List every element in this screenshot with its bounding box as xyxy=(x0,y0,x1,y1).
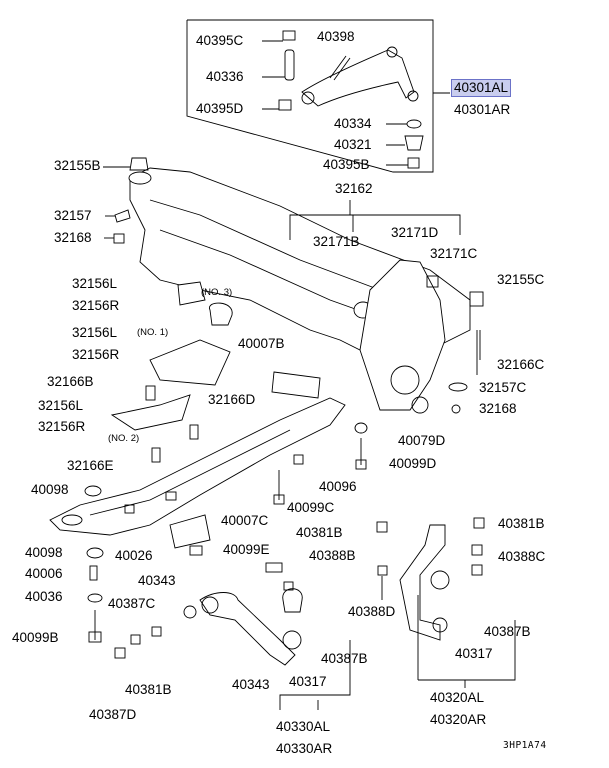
label-40321[interactable]: 40321 xyxy=(334,137,372,152)
label-40099B[interactable]: 40099B xyxy=(12,630,59,645)
label-40099E[interactable]: 40099E xyxy=(223,542,270,557)
note-no1: (NO. 1) xyxy=(137,327,169,338)
knuckle xyxy=(359,259,446,411)
label-40320AR[interactable]: 40320AR xyxy=(430,712,487,727)
label-40317-right[interactable]: 40317 xyxy=(455,646,493,661)
label-32157C[interactable]: 32157C xyxy=(479,380,527,395)
label-40036[interactable]: 40036 xyxy=(25,589,63,604)
diagram-code: 3HP1A74 xyxy=(503,740,547,751)
label-40099C[interactable]: 40099C xyxy=(287,500,335,515)
label-32155B[interactable]: 32155B xyxy=(54,158,101,173)
label-40026[interactable]: 40026 xyxy=(115,548,153,563)
label-40387D[interactable]: 40387D xyxy=(89,707,137,722)
label-32156R-no1[interactable]: 32156R xyxy=(72,347,120,362)
label-40395C[interactable]: 40395C xyxy=(196,33,244,48)
label-40079D[interactable]: 40079D xyxy=(398,433,446,448)
note-no2: (NO. 2) xyxy=(108,433,140,444)
label-32168[interactable]: 32168 xyxy=(54,230,92,245)
inset-frame xyxy=(186,19,434,173)
label-40381B-center[interactable]: 40381B xyxy=(296,525,343,540)
label-40301AR[interactable]: 40301AR xyxy=(454,102,511,117)
label-32166E[interactable]: 32166E xyxy=(67,458,114,473)
label-40343-lower[interactable]: 40343 xyxy=(232,677,270,692)
label-32171B[interactable]: 32171B xyxy=(313,234,360,249)
label-32155C[interactable]: 32155C xyxy=(497,272,545,287)
label-32171C[interactable]: 32171C xyxy=(430,246,478,261)
label-40007C[interactable]: 40007C xyxy=(221,513,269,528)
label-40388C[interactable]: 40388C xyxy=(498,549,546,564)
label-40334[interactable]: 40334 xyxy=(334,116,372,131)
label-32166B[interactable]: 32166B xyxy=(47,374,94,389)
label-40387B-right[interactable]: 40387B xyxy=(484,624,531,639)
label-40320AL[interactable]: 40320AL xyxy=(430,690,485,705)
label-40330AR[interactable]: 40330AR xyxy=(276,741,333,756)
label-40099D[interactable]: 40099D xyxy=(389,456,437,471)
rear-crossmember xyxy=(49,397,346,536)
note-no3: (NO. 3) xyxy=(201,287,233,298)
label-32156L-no1[interactable]: 32156L xyxy=(72,325,118,340)
label-40395D[interactable]: 40395D xyxy=(196,101,244,116)
label-32166C[interactable]: 32166C xyxy=(497,357,545,372)
label-40388D[interactable]: 40388D xyxy=(348,604,396,619)
label-40381B-left[interactable]: 40381B xyxy=(125,682,172,697)
label-40336[interactable]: 40336 xyxy=(206,69,244,84)
label-40098-upper[interactable]: 40098 xyxy=(31,482,69,497)
label-40317-center[interactable]: 40317 xyxy=(289,674,327,689)
label-32166D[interactable]: 32166D xyxy=(208,392,256,407)
upper-arm xyxy=(301,49,415,107)
label-40007B[interactable]: 40007B xyxy=(238,336,285,351)
label-32162[interactable]: 32162 xyxy=(335,181,373,196)
right-lower-arm xyxy=(399,524,446,641)
label-40006[interactable]: 40006 xyxy=(25,566,63,581)
label-40387B-center[interactable]: 40387B xyxy=(321,651,368,666)
label-40381B-right[interactable]: 40381B xyxy=(498,516,545,531)
label-40098-lower[interactable]: 40098 xyxy=(25,545,63,560)
label-32156R-no3[interactable]: 32156R xyxy=(72,298,120,313)
label-40096[interactable]: 40096 xyxy=(319,479,357,494)
label-40301AL-highlighted[interactable]: 40301AL xyxy=(451,79,512,97)
label-40330AL[interactable]: 40330AL xyxy=(276,719,331,734)
label-40343-upper[interactable]: 40343 xyxy=(138,573,176,588)
label-32157[interactable]: 32157 xyxy=(54,208,92,223)
label-32156L-no2[interactable]: 32156L xyxy=(38,398,84,413)
label-40387C[interactable]: 40387C xyxy=(108,596,156,611)
label-32168-right[interactable]: 32168 xyxy=(479,401,517,416)
label-40395B[interactable]: 40395B xyxy=(323,157,370,172)
label-40388B[interactable]: 40388B xyxy=(309,548,356,563)
label-32171D[interactable]: 32171D xyxy=(391,225,439,240)
label-40398[interactable]: 40398 xyxy=(317,29,355,44)
label-32156R-no2[interactable]: 32156R xyxy=(38,419,86,434)
lower-link xyxy=(199,592,296,666)
label-32156L-no3[interactable]: 32156L xyxy=(72,276,118,291)
